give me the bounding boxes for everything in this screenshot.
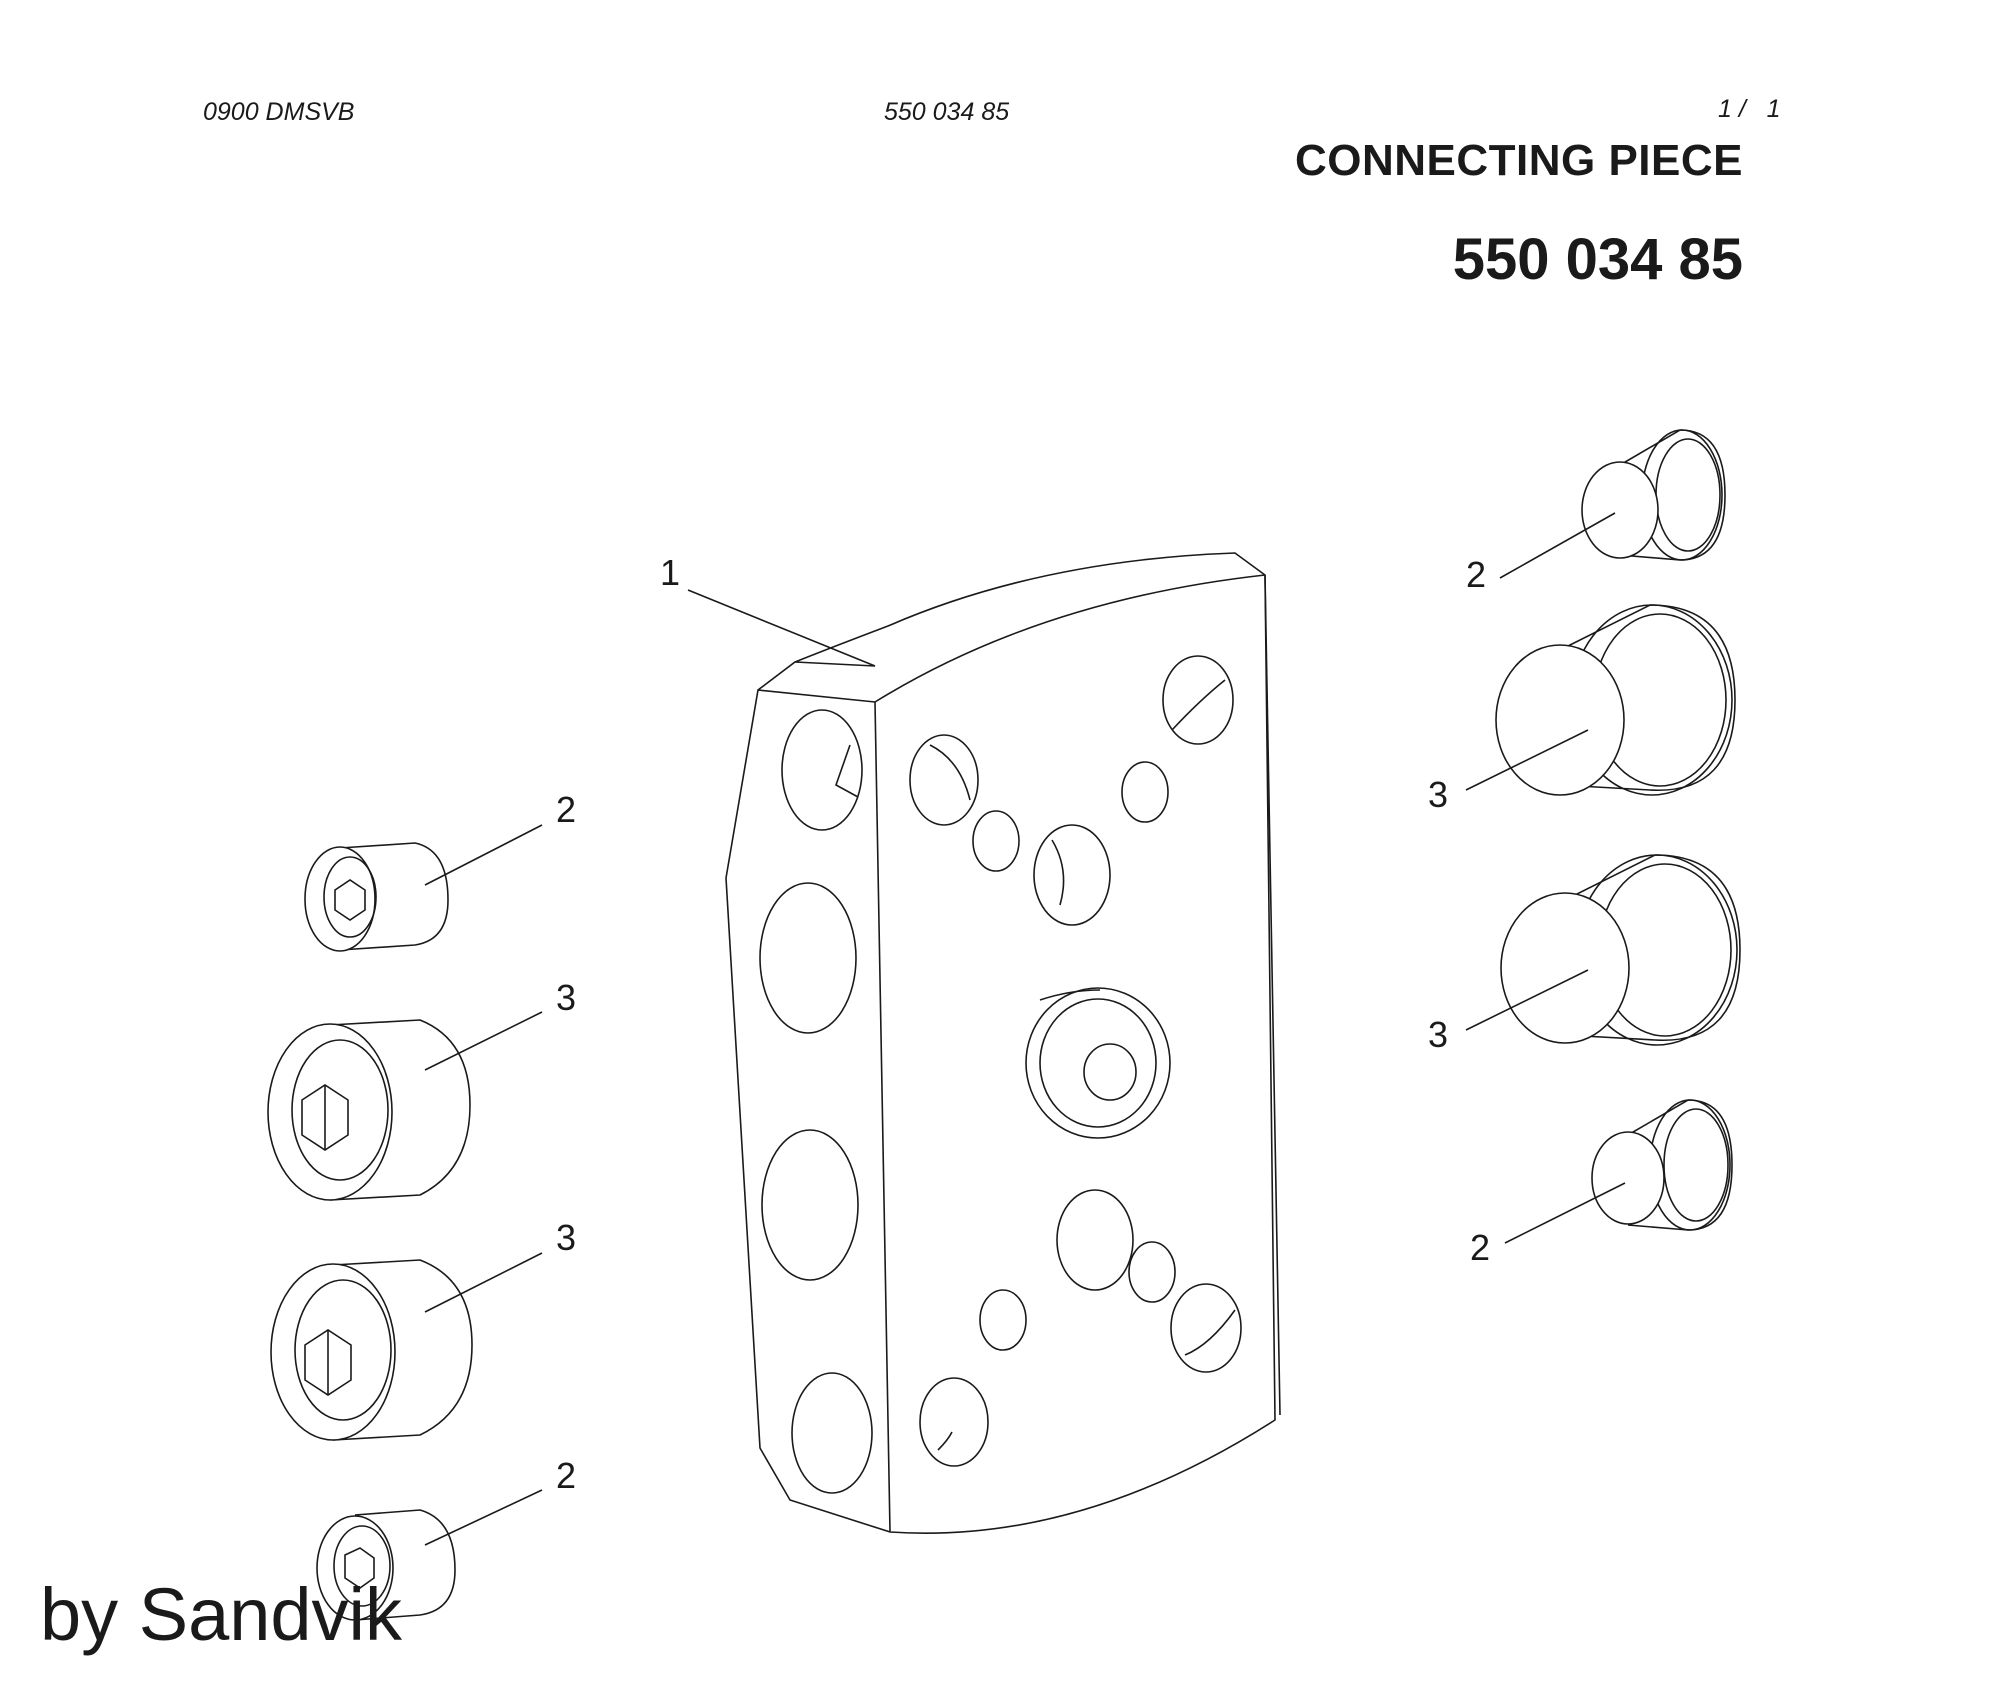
plug-right-large-1: [1495, 604, 1736, 796]
plug-left-large-2: [270, 1259, 473, 1441]
callout-2-right-top: 2: [1466, 554, 1486, 595]
callout-2-left-bottom: 2: [556, 1455, 576, 1496]
callout-leaders: [424, 512, 1626, 1546]
callout-1-body: 1: [660, 552, 680, 593]
callout-2-left-top: 2: [556, 789, 576, 830]
connecting-piece-body: [725, 552, 1281, 1535]
plug-left-large-1: [267, 1019, 471, 1201]
header-part-number: 550 034 85: [884, 98, 1010, 126]
document-code: 0900 DMSVB: [203, 98, 355, 126]
credit-watermark: by Sandvik: [40, 1573, 402, 1656]
plug-right-bottom-small: [1591, 1099, 1733, 1231]
callout-3-left-2: 3: [556, 1217, 576, 1258]
callout-3-right-1: 3: [1428, 774, 1448, 815]
callout-3-left-1: 3: [556, 977, 576, 1018]
plug-left-bottom-small: [316, 1509, 456, 1621]
plug-left-top-small: [304, 842, 449, 952]
callout-3-right-2: 3: [1428, 1014, 1448, 1055]
callout-2-right-bottom: 2: [1470, 1227, 1490, 1268]
part-number: 550 034 85: [1452, 227, 1743, 292]
plug-right-large-2: [1500, 854, 1741, 1046]
page-number: 1 / 1: [1718, 95, 1781, 123]
plug-right-top-small: [1581, 429, 1726, 561]
drawing-title: CONNECTING PIECE: [1294, 136, 1743, 185]
